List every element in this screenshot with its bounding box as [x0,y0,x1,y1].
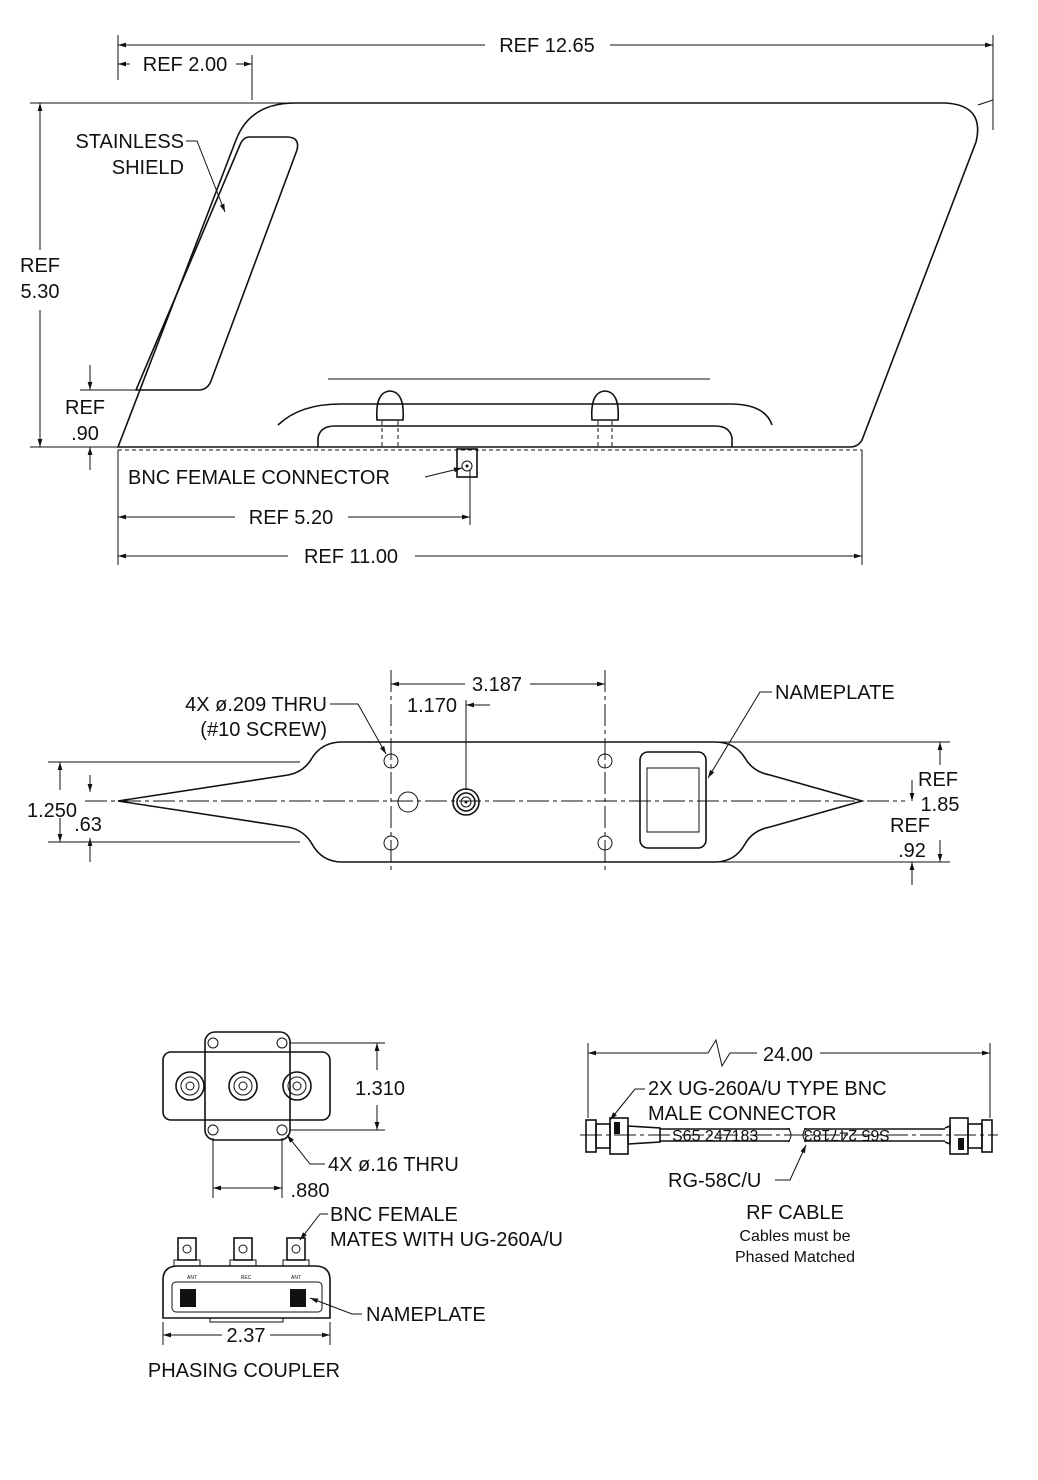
coupler-holes-callout: 4X ø.16 THRU [328,1154,459,1176]
coupler-nameplate-label: NAMEPLATE [366,1304,486,1326]
dome-right [590,390,620,421]
dim-2-37: 2.37 [227,1325,266,1347]
rf-cable-drawing: 24.00 S65 247183 S65 247183 2X UG-260A/U… [580,1038,998,1266]
side-bnc-connector [229,1237,257,1267]
port-label-ant: ANT [187,1275,197,1281]
bnc-male-connector-right [944,1117,993,1155]
bnc-connector-icon [452,788,480,816]
connector-label-2: MALE CONNECTOR [648,1103,837,1125]
cable-marking-right: S65 247183 [804,1126,890,1143]
antenna-bottom-view: 3.187 1.170 4X ø.209 THRU (#10 SCREW) NA… [27,670,960,885]
dim-ref-90-value: .90 [71,423,99,445]
bnc-port-icon [228,1071,258,1101]
dim-ref-92-label: REF [890,815,930,837]
dim-1-250: 1.250 [27,800,77,822]
rg58-label: RG-58C/U [668,1170,761,1192]
port-label-ant: ANT [291,1275,301,1281]
side-bnc-connector [282,1237,310,1267]
qr-code-left [180,1289,196,1307]
dim-ref-2-00: REF 2.00 [143,54,227,76]
holes-callout-2: (#10 SCREW) [200,719,327,741]
stainless-shield [134,136,299,391]
phasing-coupler-top-view: 1.310 .880 4X ø.16 THRU [162,1031,459,1202]
phasing-coupler-title: PHASING COUPLER [148,1360,340,1382]
dome-left [375,390,405,421]
bnc-port-icon [175,1071,205,1101]
dim-ref-92-value: .92 [898,840,926,862]
antenna-side-view: REF 12.65 REF 2.00 REF 5.30 REF .90 STAI… [20,35,994,568]
dim-63: .63 [74,814,102,836]
connector-label-1: 2X UG-260A/U TYPE BNC [648,1078,887,1100]
qr-code-right [290,1289,306,1307]
rf-cable-title: RF CABLE [746,1202,844,1224]
nameplate-label: NAMEPLATE [775,682,895,704]
mount-hole [597,835,613,851]
dim-ref-1-85-label: REF [918,769,958,791]
dim-ref-5-30-label: REF [20,255,60,277]
holes-callout-1: 4X ø.209 THRU [185,694,327,716]
dim-ref-11-00: REF 11.00 [304,546,398,568]
stainless-shield-label-1: STAINLESS [75,131,184,153]
antenna-outline [116,102,979,448]
phasing-coupler-side-view: ANT REC ANT BNC FEMALE MATES WITH UG-260… [148,1204,563,1382]
rf-cable-note-2: Phased Matched [735,1249,855,1266]
mount-base [277,403,773,426]
dim-1-310: 1.310 [355,1078,405,1100]
side-bnc-connector [173,1237,201,1267]
mount-hole [383,835,399,851]
bnc-female-label-2: MATES WITH UG-260A/U [330,1229,563,1251]
dim-ref-5-30-value: 5.30 [21,281,60,303]
dim-880: .880 [291,1180,330,1202]
rf-cable-note-1: Cables must be [739,1228,850,1245]
center-hole [397,791,419,813]
dim-ref-1-85-value: 1.85 [921,794,960,816]
dim-ref-90-label: REF [65,397,105,419]
bnc-male-connector-left [585,1117,661,1155]
mount-hole [597,753,613,769]
nameplate [639,751,707,849]
bnc-female-label-1: BNC FEMALE [330,1204,458,1226]
dim-24-00: 24.00 [763,1044,813,1066]
dim-ref-12-65: REF 12.65 [499,35,595,57]
bnc-port-icon [282,1071,312,1101]
cable-marking-left: S65 247183 [672,1128,758,1145]
bnc-female-connector-label: BNC FEMALE CONNECTOR [128,467,390,489]
dim-3-187: 3.187 [472,674,522,696]
stainless-shield-label-2: SHIELD [112,157,184,179]
dim-ref-5-20: REF 5.20 [249,507,333,529]
port-label-rec: REC [241,1275,252,1281]
dim-1-170: 1.170 [407,695,457,717]
bnc-female-connector [456,448,478,478]
mount-hole [383,753,399,769]
base-plate-outline [117,741,865,863]
